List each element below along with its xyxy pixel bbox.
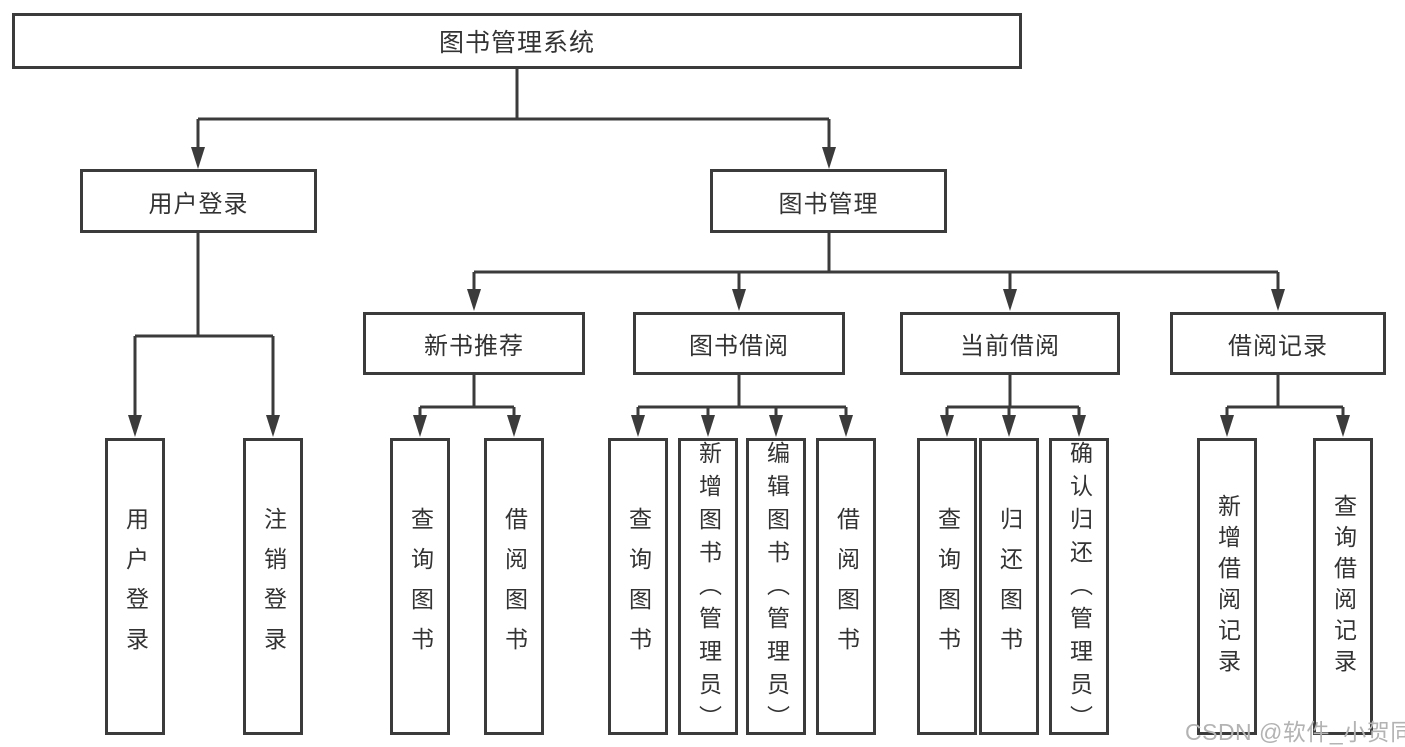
leaf-confirm-return-admin-label: 确认归还（管理员） xyxy=(1066,441,1093,738)
leaf-query-books-borrowing: 查询图书 xyxy=(608,438,668,735)
leaf-borrow-books-borrowing-label: 借阅图书 xyxy=(833,506,860,667)
leaf-query-borrow-record-label: 查询借阅记录 xyxy=(1330,493,1357,680)
leaf-logout-login: 注销登录 xyxy=(243,438,303,735)
node-book-management-label: 图书管理 xyxy=(778,190,879,218)
leaf-query-books-borrowing-label: 查询图书 xyxy=(625,506,652,667)
node-current-borrowing: 当前借阅 xyxy=(900,312,1120,375)
node-borrow-records: 借阅记录 xyxy=(1170,312,1386,375)
root-node-library-system: 图书管理系统 xyxy=(12,13,1022,69)
leaf-return-books-label: 归还图书 xyxy=(996,506,1023,667)
leaf-add-borrow-record: 新增借阅记录 xyxy=(1197,438,1257,735)
node-user-login-label: 用户登录 xyxy=(148,190,249,218)
leaf-edit-books-admin: 编辑图书（管理员） xyxy=(746,438,806,738)
leaf-confirm-return-admin: 确认归还（管理员） xyxy=(1049,438,1109,738)
leaf-borrow-books-borrowing: 借阅图书 xyxy=(816,438,876,735)
leaf-borrow-books-recommend-label: 借阅图书 xyxy=(501,506,528,667)
leaf-user-login: 用户登录 xyxy=(105,438,165,735)
leaf-add-borrow-record-label: 新增借阅记录 xyxy=(1214,493,1241,680)
node-book-borrowing-label: 图书借阅 xyxy=(689,333,789,360)
leaf-query-books-recommend: 查询图书 xyxy=(390,438,450,735)
node-new-book-recommend: 新书推荐 xyxy=(363,312,585,375)
leaf-query-books-recommend-label: 查询图书 xyxy=(407,506,434,667)
node-book-management: 图书管理 xyxy=(710,169,947,233)
watermark: CSDN @软件_小贺同学 xyxy=(1185,719,1405,745)
node-new-book-recommend-label: 新书推荐 xyxy=(424,333,524,360)
leaf-logout-login-label: 注销登录 xyxy=(260,506,287,667)
leaf-add-books-admin-label: 新增图书（管理员） xyxy=(695,441,722,738)
node-current-borrowing-label: 当前借阅 xyxy=(960,333,1060,360)
leaf-query-borrow-record: 查询借阅记录 xyxy=(1313,438,1373,735)
leaf-edit-books-admin-label: 编辑图书（管理员） xyxy=(763,441,790,738)
leaf-add-books-admin: 新增图书（管理员） xyxy=(678,438,738,738)
leaf-borrow-books-recommend: 借阅图书 xyxy=(484,438,544,735)
leaf-user-login-label: 用户登录 xyxy=(122,506,149,667)
node-user-login: 用户登录 xyxy=(80,169,317,233)
node-book-borrowing: 图书借阅 xyxy=(633,312,845,375)
leaf-return-books: 归还图书 xyxy=(979,438,1039,735)
leaf-query-books-current-label: 查询图书 xyxy=(934,506,961,667)
node-borrow-records-label: 借阅记录 xyxy=(1228,333,1328,360)
root-node-label: 图书管理系统 xyxy=(438,29,595,57)
leaf-query-books-current: 查询图书 xyxy=(917,438,977,735)
